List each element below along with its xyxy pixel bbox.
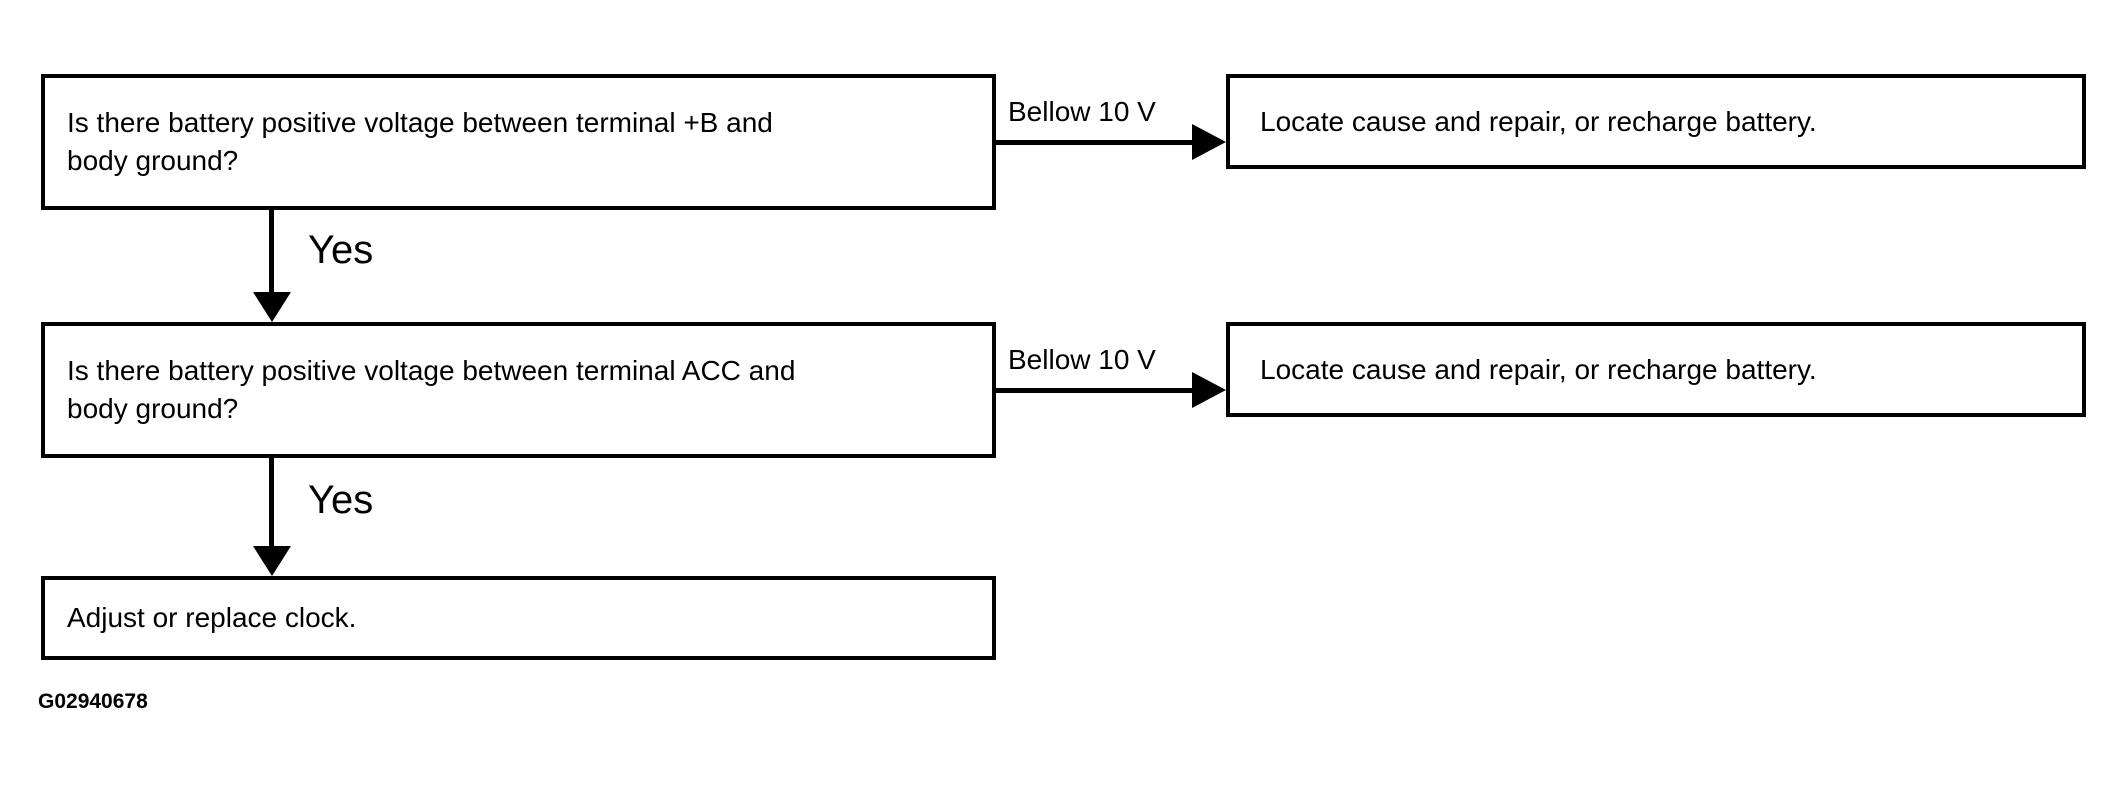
down-arrowhead-icon <box>253 546 291 576</box>
edge-label-yes-1: Yes <box>308 228 374 272</box>
connector-down-arrow-1 <box>253 210 291 322</box>
figure-id: G02940678 <box>38 690 148 713</box>
action-2-text: Locate cause and repair, or recharge bat… <box>1260 353 1817 385</box>
right-arrowhead-icon <box>1192 124 1226 160</box>
action-1-text: Locate cause and repair, or recharge bat… <box>1260 105 1817 137</box>
down-arrowhead-icon <box>253 292 291 322</box>
edge-label-below-10v-1: Bellow 10 V <box>1008 96 1156 127</box>
flowchart-box-question-1: Is there battery positive voltage betwee… <box>41 74 996 210</box>
flowchart-box-question-2: Is there battery positive voltage betwee… <box>41 322 996 458</box>
flowchart-box-final: Adjust or replace clock. <box>41 576 996 660</box>
edge-label-yes-2: Yes <box>308 478 374 522</box>
connector-down-arrow-2 <box>253 458 291 576</box>
question-1-text: Is there battery positive voltage betwee… <box>67 107 773 176</box>
final-text: Adjust or replace clock. <box>67 602 357 634</box>
flowchart-box-action-1: Locate cause and repair, or recharge bat… <box>1226 74 2086 169</box>
arrow-line <box>269 210 274 294</box>
arrow-line <box>269 458 274 548</box>
arrow-line <box>996 140 1194 145</box>
arrow-line <box>996 388 1194 393</box>
right-arrowhead-icon <box>1192 372 1226 408</box>
connector-right-arrow-2 <box>996 372 1226 408</box>
question-2-text: Is there battery positive voltage betwee… <box>67 355 796 424</box>
connector-right-arrow-1 <box>996 124 1226 160</box>
edge-label-below-10v-2: Bellow 10 V <box>1008 344 1156 375</box>
flowchart-box-action-2: Locate cause and repair, or recharge bat… <box>1226 322 2086 417</box>
